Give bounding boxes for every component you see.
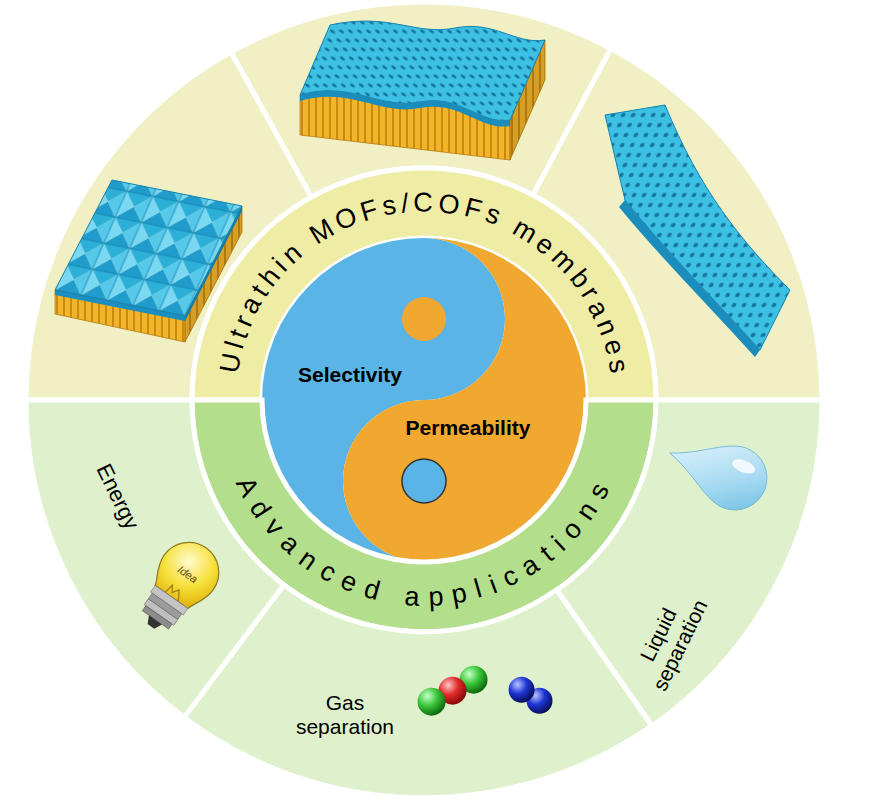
gas-molecules-icon bbox=[418, 666, 553, 716]
curved-letter: a bbox=[275, 529, 304, 559]
curved-letter: U bbox=[215, 351, 245, 375]
curved-letter: d bbox=[244, 495, 275, 522]
curved-letter: l bbox=[221, 339, 249, 352]
curved-letter: M bbox=[305, 214, 338, 249]
curved-letter: F bbox=[357, 196, 380, 227]
curved-letter: s bbox=[584, 479, 614, 503]
curved-letter: o bbox=[557, 515, 587, 544]
yang-dot bbox=[402, 459, 446, 503]
curved-letter bbox=[386, 580, 398, 608]
curved-letter: s bbox=[380, 192, 398, 221]
curved-letter: d bbox=[361, 575, 383, 605]
curved-letter: n bbox=[294, 544, 322, 575]
curved-letter: i bbox=[485, 571, 500, 598]
curved-letter: A bbox=[231, 473, 263, 501]
water-drop-icon bbox=[658, 423, 776, 519]
center-label: Selectivity bbox=[298, 363, 402, 387]
curved-letter: C bbox=[414, 189, 434, 216]
curved-letter: e bbox=[337, 567, 361, 598]
center-label: Permeability bbox=[406, 416, 531, 440]
curved-letter: e bbox=[599, 336, 629, 358]
curved-letter: n bbox=[592, 315, 623, 339]
curved-letter: O bbox=[437, 190, 461, 219]
curved-letter: O bbox=[331, 203, 361, 236]
curved-letter: c bbox=[498, 562, 522, 592]
label-anchor: Idea bbox=[177, 568, 198, 580]
curved-letter: v bbox=[259, 514, 288, 542]
curved-letter: n bbox=[571, 497, 602, 525]
light-bulb-icon bbox=[126, 531, 230, 644]
curved-letter: l bbox=[472, 576, 485, 604]
curved-letter: p bbox=[450, 579, 470, 608]
curved-letter: t bbox=[535, 541, 558, 567]
segment-label: Gas separation bbox=[285, 691, 405, 739]
yin-dot bbox=[402, 297, 446, 341]
curved-letter: / bbox=[399, 190, 409, 218]
curved-letter: s bbox=[604, 357, 633, 375]
application-segment: Liquid separation bbox=[553, 396, 826, 730]
wavy-membrane-illustration bbox=[300, 21, 545, 160]
curved-letter: a bbox=[403, 583, 420, 611]
bulb-label: Idea bbox=[176, 563, 200, 585]
curved-letter: F bbox=[462, 194, 485, 224]
node-shape bbox=[553, 396, 826, 730]
curved-letter: p bbox=[427, 583, 444, 611]
curved-letter: s bbox=[482, 200, 504, 230]
curved-letter: c bbox=[316, 557, 341, 587]
curved-letter: a bbox=[517, 550, 544, 581]
ring-sector bbox=[557, 400, 822, 726]
